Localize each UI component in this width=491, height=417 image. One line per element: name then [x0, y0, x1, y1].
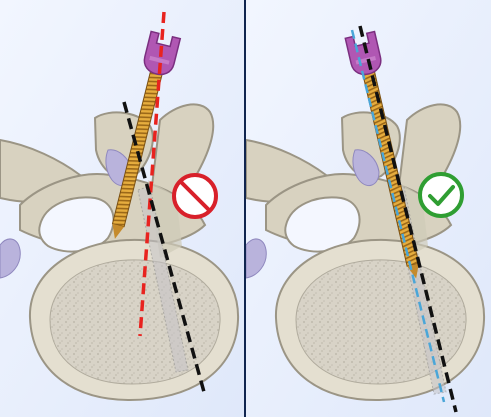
- check-icon: [420, 174, 462, 216]
- vertebral-body-cancellous: [50, 260, 220, 384]
- panel-misaligned-trajectory: [0, 0, 244, 417]
- vertebra-illustration-left: [0, 0, 244, 417]
- prohibited-icon: [174, 175, 216, 217]
- vertebral-body-cancellous: [296, 260, 466, 384]
- vertebra-illustration-right: [246, 0, 491, 417]
- panel-aligned-trajectory: [246, 0, 491, 417]
